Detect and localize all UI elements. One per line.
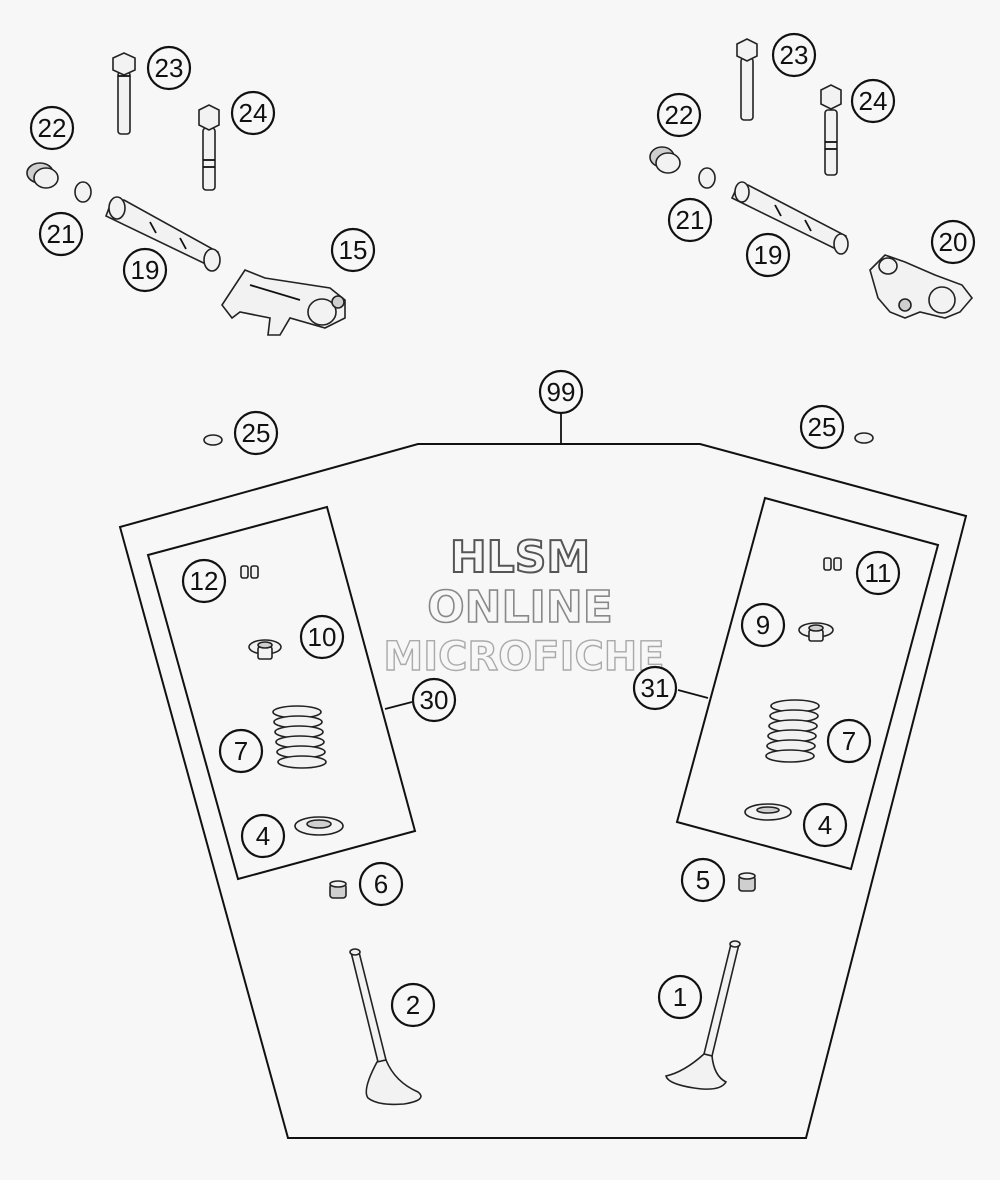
svg-text:99: 99 xyxy=(547,377,576,407)
valve-1 xyxy=(665,940,741,1090)
callout-5: 5 xyxy=(680,857,726,903)
callout-99: 99 xyxy=(538,369,584,415)
spring-retainer-10 xyxy=(248,639,282,660)
callout-9: 9 xyxy=(740,602,786,648)
callout-21-right: 21 xyxy=(667,197,713,243)
svg-text:23: 23 xyxy=(155,53,184,83)
svg-text:15: 15 xyxy=(339,235,368,265)
callout-31: 31 xyxy=(632,665,678,711)
svg-text:20: 20 xyxy=(939,227,968,257)
callout-30: 30 xyxy=(411,677,457,723)
svg-text:21: 21 xyxy=(676,205,705,235)
valve-keys-11 xyxy=(823,557,842,571)
bolt-24-left xyxy=(198,104,220,191)
rocker-arm-20 xyxy=(869,254,974,319)
watermark-hlsm: HLSM xyxy=(450,532,590,583)
svg-text:9: 9 xyxy=(756,610,770,640)
svg-text:6: 6 xyxy=(374,869,388,899)
valve-spring-7-right xyxy=(765,699,820,763)
callout-15: 15 xyxy=(330,227,376,273)
svg-text:2: 2 xyxy=(406,990,420,1020)
callout-7-left: 7 xyxy=(218,728,264,774)
callout-23-right: 23 xyxy=(771,32,817,78)
oring-21-right xyxy=(698,167,716,189)
svg-text:19: 19 xyxy=(131,255,160,285)
shim-25-right xyxy=(854,432,874,444)
valve-2 xyxy=(349,948,422,1106)
svg-text:1: 1 xyxy=(673,982,687,1012)
svg-text:25: 25 xyxy=(242,418,271,448)
leader-30 xyxy=(384,701,413,710)
svg-text:7: 7 xyxy=(842,726,856,756)
callout-25-right: 25 xyxy=(799,404,845,450)
callout-25-left: 25 xyxy=(233,410,279,456)
callout-20: 20 xyxy=(930,219,976,265)
callout-19-right: 19 xyxy=(745,232,791,278)
leader-31 xyxy=(677,689,709,699)
callout-22-right: 22 xyxy=(656,92,702,138)
valve-keys-12 xyxy=(240,565,259,579)
svg-text:10: 10 xyxy=(308,622,337,652)
spring-retainer-9 xyxy=(798,622,834,642)
svg-text:11: 11 xyxy=(865,558,892,588)
callout-1: 1 xyxy=(657,974,703,1020)
callout-22-left: 22 xyxy=(29,105,75,151)
callout-4-right: 4 xyxy=(802,802,848,848)
rocker-arm-15 xyxy=(221,269,346,336)
valve-seal-5 xyxy=(738,872,756,892)
plug-22-left xyxy=(26,162,59,189)
valve-seal-6 xyxy=(329,880,347,899)
bolt-24-right xyxy=(820,84,842,176)
callout-12: 12 xyxy=(181,558,227,604)
svg-text:22: 22 xyxy=(38,113,67,143)
spring-seat-4-right xyxy=(744,803,792,821)
callout-10: 10 xyxy=(299,614,345,660)
shaft-19-left xyxy=(104,196,221,272)
svg-text:4: 4 xyxy=(818,810,832,840)
set-outline-31 xyxy=(675,496,940,871)
watermark-online: ONLINE xyxy=(427,582,613,633)
kit-outline-99 xyxy=(118,443,968,1139)
svg-text:12: 12 xyxy=(190,566,219,596)
svg-text:25: 25 xyxy=(808,412,837,442)
callout-4-left: 4 xyxy=(240,813,286,859)
shaft-19-right xyxy=(730,181,849,255)
svg-text:31: 31 xyxy=(641,673,670,703)
svg-text:5: 5 xyxy=(696,865,710,895)
svg-text:24: 24 xyxy=(239,98,268,128)
svg-text:30: 30 xyxy=(420,685,449,715)
callout-21-left: 21 xyxy=(38,211,84,257)
svg-text:19: 19 xyxy=(754,240,783,270)
svg-text:22: 22 xyxy=(665,100,694,130)
svg-text:24: 24 xyxy=(859,86,888,116)
valve-spring-7-left xyxy=(272,705,327,769)
svg-text:21: 21 xyxy=(47,219,76,249)
watermark-microfiche: MICROFICHE xyxy=(383,634,664,680)
svg-text:7: 7 xyxy=(234,736,248,766)
callout-2: 2 xyxy=(390,982,436,1028)
callout-11: 11 xyxy=(855,550,901,596)
callout-19-left: 19 xyxy=(122,247,168,293)
oring-21-left xyxy=(74,181,92,203)
callout-7-right: 7 xyxy=(826,718,872,764)
callout-23-left: 23 xyxy=(146,45,192,91)
spring-seat-4-left xyxy=(294,816,344,836)
svg-text:4: 4 xyxy=(256,821,270,851)
callout-6: 6 xyxy=(358,861,404,907)
bolt-23-right xyxy=(736,38,758,121)
svg-text:23: 23 xyxy=(780,40,809,70)
plug-22-right xyxy=(649,146,681,174)
set-outline-30 xyxy=(146,505,417,881)
bolt-23-left xyxy=(112,52,136,135)
shim-25-left xyxy=(203,434,223,446)
callout-24-left: 24 xyxy=(230,90,276,136)
callout-24-right: 24 xyxy=(850,78,896,124)
